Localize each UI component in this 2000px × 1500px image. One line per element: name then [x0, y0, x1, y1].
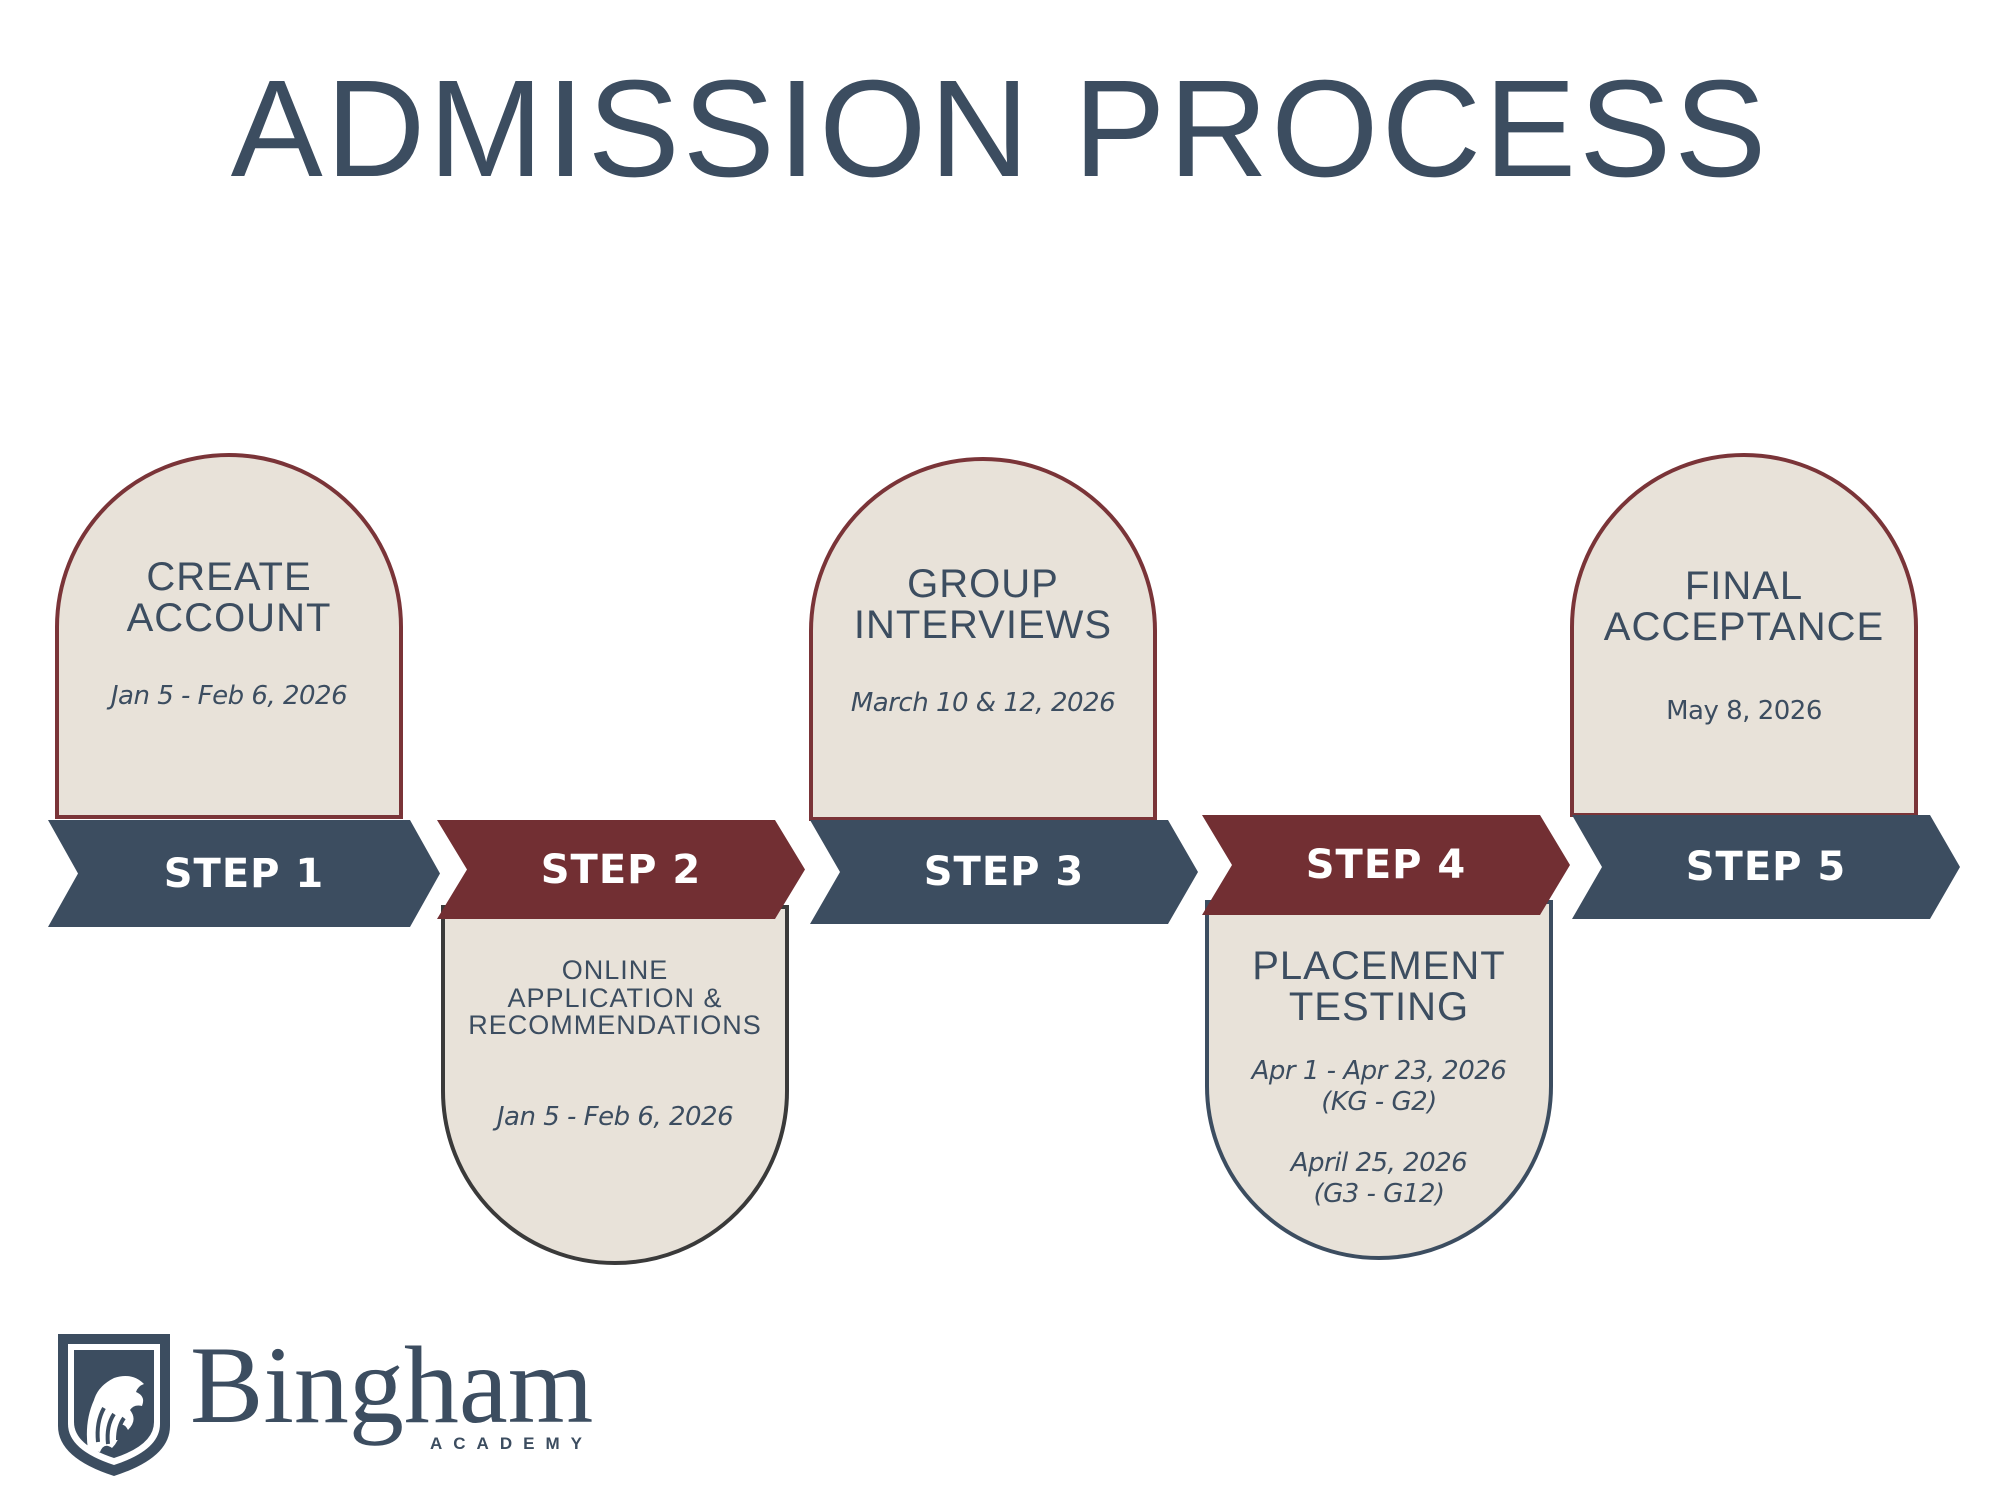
- step-3-title-line1: GROUP: [907, 562, 1059, 606]
- step-2-title-line2: APPLICATION &: [507, 982, 723, 1013]
- step-3-label: STEP 3: [923, 849, 1085, 895]
- step-4-title-line2: TESTING: [1288, 984, 1470, 1029]
- step-1-chevron-shape: [48, 820, 440, 927]
- step-3-title-line2: INTERVIEWS: [853, 602, 1113, 647]
- step-5-card: FINAL ACCEPTANCE May 8, 2026: [1570, 453, 1918, 817]
- step-1-title-line2: ACCOUNT: [126, 595, 332, 640]
- step-5-title-line1: FINAL: [1684, 564, 1804, 608]
- step-4-card: PLACEMENT TESTING Apr 1 - Apr 23, 2026 (…: [1205, 900, 1553, 1260]
- step-2-label: STEP 2: [540, 846, 702, 893]
- step-3-chevron-shape: [810, 820, 1198, 924]
- logo-name: Bingham: [190, 1324, 594, 1446]
- step-4-title-line1: PLACEMENT: [1252, 944, 1506, 988]
- page-title: ADMISSION PROCESS: [230, 52, 1770, 206]
- step-4-label: STEP 4: [1305, 842, 1467, 888]
- step-2-card: ONLINE APPLICATION & RECOMMENDATIONS Jan…: [441, 905, 789, 1265]
- step-4-date1-sub: (KG - G2): [1321, 1086, 1437, 1117]
- step-4-date1: Apr 1 - Apr 23, 2026: [1251, 1055, 1507, 1086]
- step-1-title-line1: CREATE: [146, 555, 312, 599]
- step-4-date2: April 25, 2026: [1290, 1147, 1468, 1178]
- step-2-chevron: STEP 2: [437, 820, 805, 919]
- step-5-label: STEP 5: [1685, 844, 1847, 890]
- step-2-title-line3: RECOMMENDATIONS: [468, 1010, 762, 1041]
- step-1-date: Jan 5 - Feb 6, 2026: [110, 680, 348, 711]
- step-5-date: May 8, 2026: [1666, 695, 1822, 726]
- step-1-chevron: STEP 1: [48, 820, 440, 927]
- step-1-card: CREATE ACCOUNT Jan 5 - Feb 6, 2026: [55, 453, 403, 819]
- step-3-card: GROUP INTERVIEWS March 10 & 12, 2026: [809, 457, 1157, 821]
- step-1-label: STEP 1: [163, 850, 325, 897]
- step-2-date: Jan 5 - Feb 6, 2026: [496, 1101, 734, 1132]
- step-2-title-line1: ONLINE: [561, 955, 669, 985]
- step-5-title-line2: ACCEPTANCE: [1603, 604, 1885, 649]
- step-4-chevron-shape: [1202, 815, 1570, 915]
- step-3-date: March 10 & 12, 2026: [850, 687, 1116, 718]
- step-5-chevron-shape: [1572, 815, 1960, 919]
- step-5-chevron: STEP 5: [1572, 815, 1960, 919]
- logo-subtitle: ACADEMY: [430, 1434, 593, 1453]
- step-3-chevron: STEP 3: [810, 820, 1198, 924]
- lion-shield-icon: [54, 1330, 174, 1485]
- step-4-chevron: STEP 4: [1202, 815, 1570, 915]
- step-4-date2-sub: (G3 - G12): [1313, 1179, 1445, 1210]
- step-2-chevron-shape: [437, 820, 805, 919]
